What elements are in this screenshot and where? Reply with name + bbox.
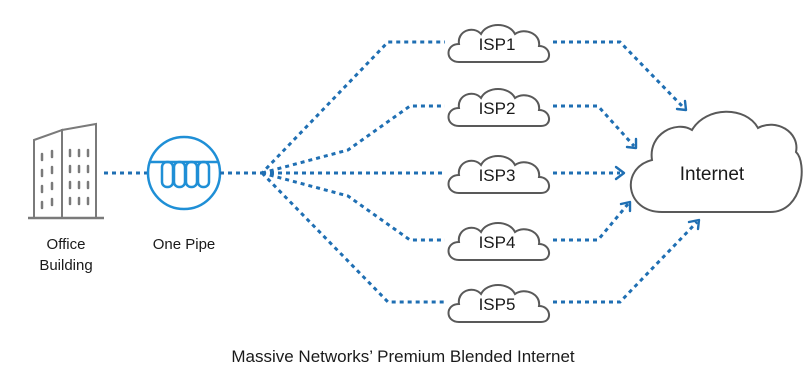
arrow-isp1: [675, 99, 688, 112]
link-isp5-internet: [553, 220, 699, 304]
building-label-line2: Building: [39, 257, 92, 274]
internet-label: Internet: [680, 164, 745, 185]
link-isp2-internet: [553, 104, 636, 148]
isp-cloud: [447, 24, 550, 63]
link-isp1-internet: [553, 40, 686, 110]
diagram-caption: Massive Networks’ Premium Blended Intern…: [231, 347, 575, 366]
building-label-line1: Office: [47, 236, 86, 253]
cloud-icon: [447, 24, 550, 63]
isp-label-4: ISP4: [479, 233, 516, 252]
cloud-icon: [447, 155, 550, 194]
link-pipe-isp5: [260, 171, 445, 304]
isp-label-2: ISP2: [479, 99, 516, 118]
arrow-isp3: [614, 165, 626, 181]
isp-cloud: [447, 222, 550, 261]
isp-label-1: ISP1: [479, 35, 516, 54]
cloud-icon: [447, 88, 550, 127]
link-isp4-internet: [553, 203, 630, 242]
pipe-label: One Pipe: [153, 236, 216, 253]
link-pipe-isp2: [261, 104, 445, 175]
isp-label-5: ISP5: [479, 295, 516, 314]
isp-cloud: [447, 284, 550, 323]
cloud-icon: [447, 284, 550, 323]
internet-links: [553, 40, 701, 304]
arrow-isp4: [619, 200, 632, 213]
isp-cloud: [447, 155, 550, 194]
arrow-isp5: [687, 218, 701, 231]
office-building-icon: [28, 122, 104, 220]
internet-cloud: [629, 110, 803, 213]
arrow-isp2: [625, 137, 638, 150]
one-pipe-icon: [146, 135, 222, 211]
cloud-icon: [629, 110, 803, 213]
cloud-icon: [447, 222, 550, 261]
isp-cloud: [447, 88, 550, 127]
isp-label-3: ISP3: [479, 166, 516, 185]
fanout-links: [220, 40, 445, 304]
link-pipe-isp4: [261, 171, 445, 242]
